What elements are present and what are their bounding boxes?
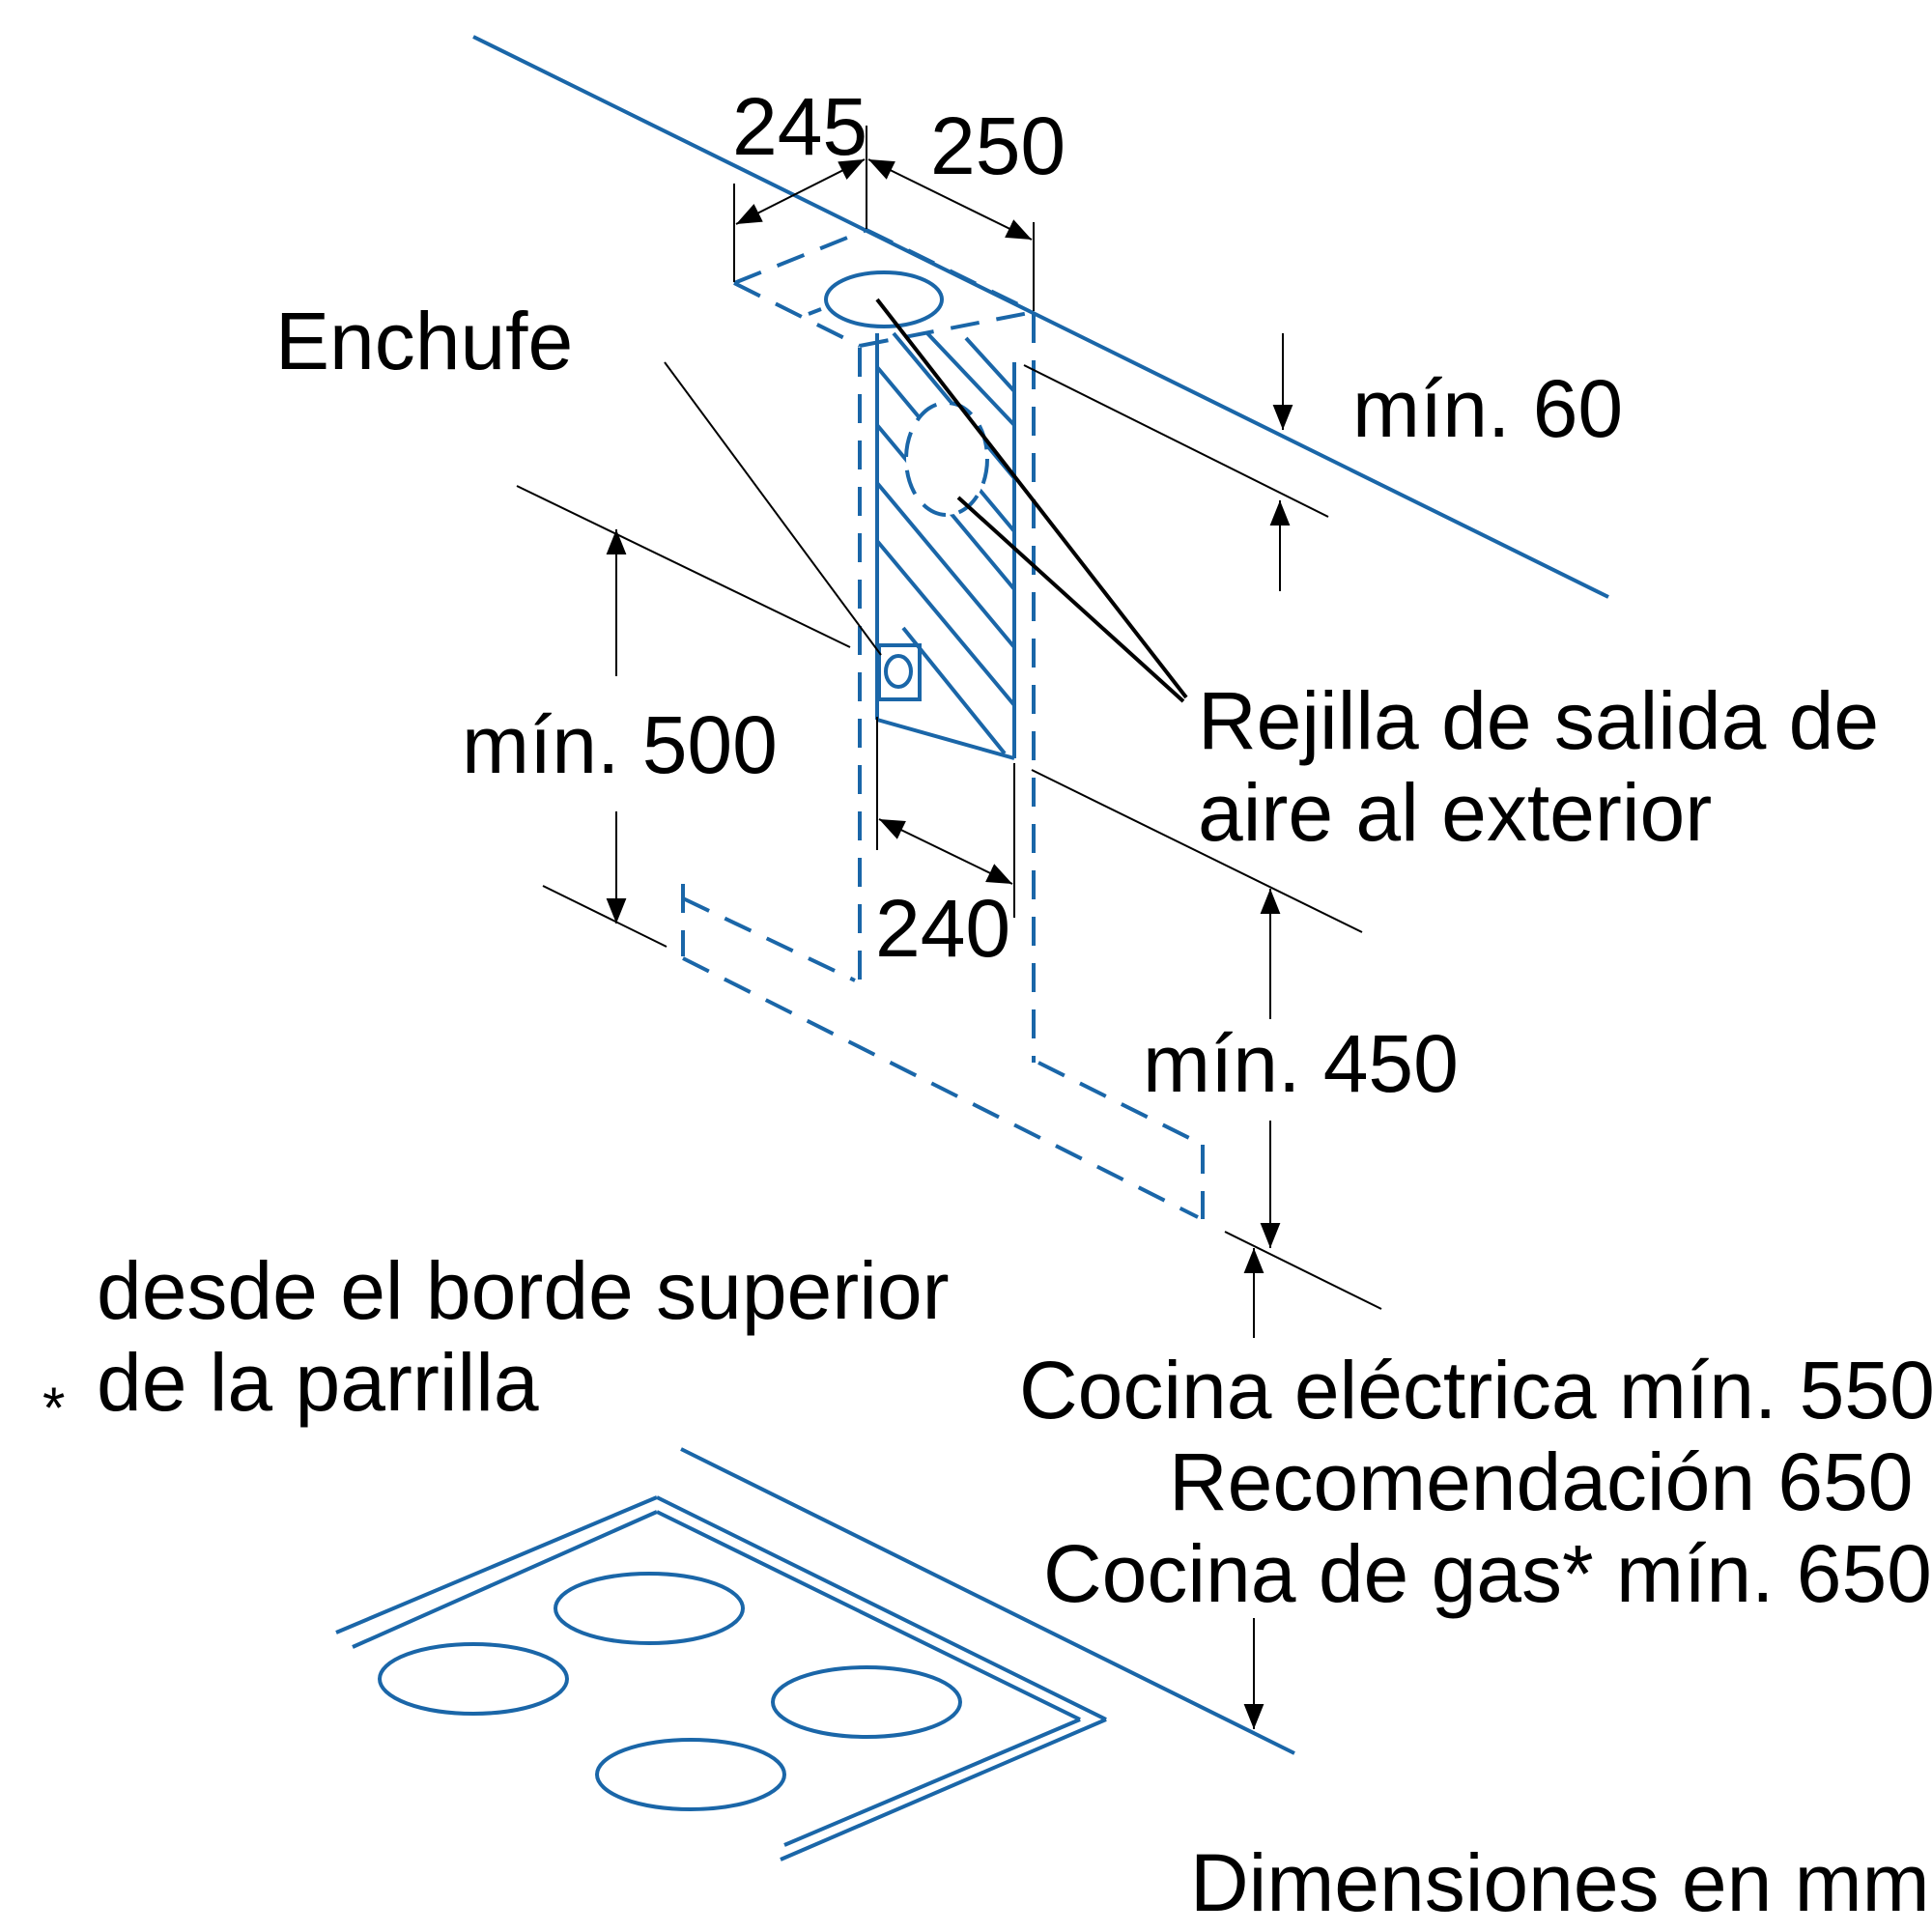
label-footnote-line1: desde el borde superior	[97, 1245, 950, 1336]
label-240: 240	[875, 883, 1010, 974]
label-dimensiones: Dimensiones en mm	[1190, 1837, 1930, 1928]
ceiling-line	[472, 35, 1609, 599]
label-250: 250	[930, 100, 1065, 191]
dimension-width	[733, 126, 1035, 311]
label-recomendacion: Recomendación 650	[1169, 1436, 1914, 1527]
label-245: 245	[732, 81, 867, 172]
label-enchufe: Enchufe	[275, 296, 573, 386]
label-rejilla-line2: aire al exterior	[1198, 767, 1712, 858]
cooktop	[335, 1447, 1295, 1861]
hood-chimney-outline	[858, 314, 1036, 1063]
label-min-450: mín. 450	[1143, 1018, 1459, 1109]
label-min-60: mín. 60	[1352, 363, 1623, 454]
dimension-min-60	[1023, 333, 1329, 591]
label-cocina-gas: Cocina de gas* mín. 650	[1043, 1528, 1932, 1619]
burner-1	[554, 1572, 745, 1645]
label-min-500: mín. 500	[462, 699, 778, 790]
hood-top-outline	[733, 228, 1035, 348]
dimension-min-450	[1031, 769, 1382, 1310]
exhaust-grille-area	[875, 331, 1016, 760]
label-cocina-electrica: Cocina eléctrica mín. 550	[1019, 1345, 1932, 1435]
leader-lines	[664, 298, 1188, 703]
burner-2	[378, 1642, 569, 1716]
duct-outlet-ellipse	[824, 270, 944, 328]
socket-icon	[877, 643, 922, 701]
dimension-min-500	[516, 485, 851, 948]
hood-body-outline	[681, 884, 1205, 1219]
burner-3	[771, 1665, 962, 1739]
label-rejilla-line1: Rejilla de salida de	[1198, 675, 1879, 766]
label-footnote-line2: de la parrilla	[97, 1337, 539, 1428]
label-footnote-star: *	[43, 1376, 65, 1440]
burner-4	[595, 1738, 786, 1811]
dimension-depth-240	[876, 717, 1015, 918]
